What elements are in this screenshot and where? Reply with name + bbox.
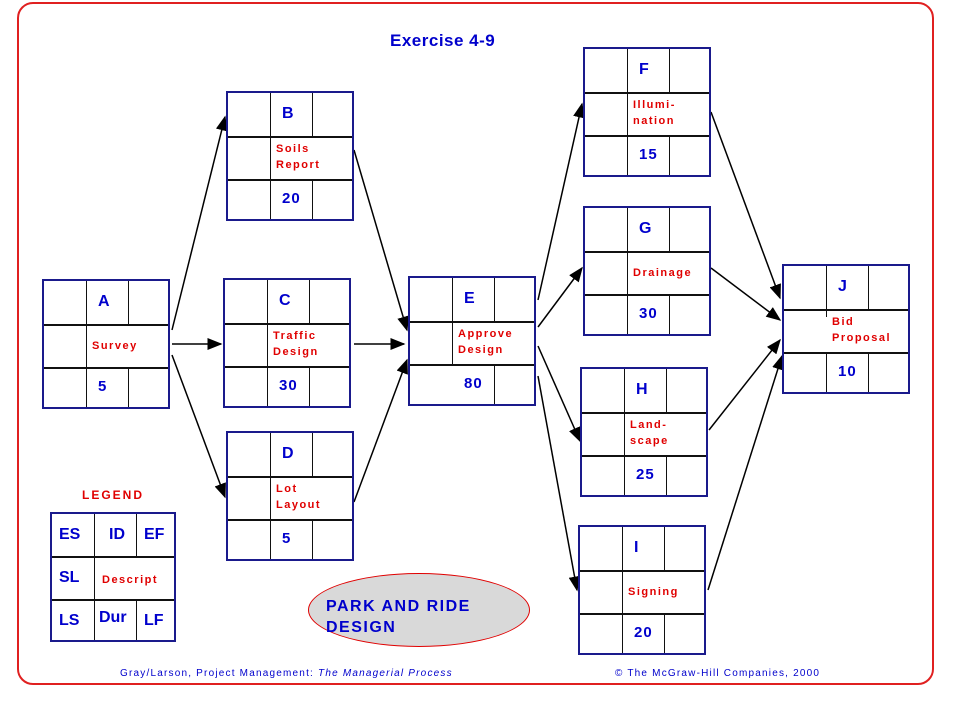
activity-id: C [279, 292, 291, 309]
legend-title: LEGEND [82, 488, 145, 502]
arrow-e-i [537, 375, 581, 592]
activity-id: H [636, 381, 648, 398]
arrow-h-j [708, 338, 781, 431]
activity-description: Illumi- nation [633, 99, 676, 127]
activity-duration: 5 [98, 378, 108, 395]
activity-description: Approve Design [458, 328, 514, 356]
legend-ef: EF [144, 526, 165, 543]
legend-descript: Descript [102, 574, 159, 586]
activity-duration: 80 [464, 375, 483, 392]
legend-es: ES [59, 526, 81, 543]
activity-node-f: F Illumi- nation 15 [583, 47, 711, 177]
footer-copyright: © The McGraw-Hill Companies, 2000 [615, 668, 821, 679]
activity-duration: 10 [838, 363, 857, 380]
footer-authors: Gray/Larson, Project Management: [120, 668, 319, 679]
activity-duration: 30 [639, 305, 658, 322]
activity-description: Survey [92, 340, 138, 352]
activity-duration: 30 [279, 377, 298, 394]
legend-box: ES ID EF SL Descript LS Dur LF [50, 512, 176, 642]
activity-id: G [639, 220, 652, 237]
arrow-g-j [710, 267, 782, 321]
activity-duration: 20 [634, 624, 653, 641]
activity-id: A [98, 293, 110, 310]
activity-id: F [639, 61, 649, 78]
activity-node-b: B Soils Report 20 [226, 91, 354, 221]
activity-duration: 5 [282, 530, 292, 547]
arrow-f-j [710, 111, 781, 300]
arrow-e-g [537, 266, 583, 328]
activity-duration: 15 [639, 146, 658, 163]
legend-dur: Dur [99, 609, 127, 626]
activity-id: I [634, 539, 639, 556]
activity-description: Soils Report [276, 143, 321, 171]
arrow-a-d [171, 354, 226, 499]
legend-lf: LF [144, 612, 164, 629]
activity-node-j: J Bid Proposal 10 [782, 264, 910, 394]
activity-id: D [282, 445, 294, 462]
arrow-d-e [353, 358, 408, 503]
slide-title: Exercise 4-9 [390, 31, 496, 50]
activity-duration: 20 [282, 190, 301, 207]
activity-node-h: H Land- scape 25 [580, 367, 708, 497]
activity-node-e: E Approve Design 80 [408, 276, 536, 406]
activity-description: Signing [628, 586, 679, 598]
activity-id: J [838, 278, 847, 295]
slide-frame [17, 2, 934, 685]
project-name: PARK AND RIDE DESIGN [326, 598, 471, 636]
activity-description: Bid Proposal [832, 316, 892, 344]
activity-duration: 25 [636, 466, 655, 483]
legend-sl: SL [59, 569, 80, 586]
activity-description: Traffic Design [273, 330, 319, 358]
arrow-i-j [707, 354, 784, 591]
activity-description: Land- scape [630, 419, 669, 447]
activity-description: Lot Layout [276, 483, 322, 511]
arrow-b-e [353, 149, 409, 332]
activity-node-g: G Drainage 30 [583, 206, 711, 336]
activity-node-d: D Lot Layout 5 [226, 431, 354, 561]
activity-node-c: C Traffic Design 30 [223, 278, 351, 408]
project-name-ellipse [308, 573, 530, 647]
activity-id: E [464, 290, 475, 307]
arrow-e-f [537, 102, 585, 301]
legend-ls: LS [59, 612, 80, 629]
activity-node-i: I Signing 20 [578, 525, 706, 655]
activity-node-a: A Survey 5 [42, 279, 170, 409]
arrow-e-h [537, 345, 581, 443]
arrow-a-b [171, 115, 228, 331]
legend-id: ID [109, 526, 125, 543]
footer-book-title: The Managerial Process [318, 668, 453, 679]
activity-description: Drainage [633, 267, 693, 279]
footer-citation: Gray/Larson, Project Management: The Man… [120, 668, 453, 679]
activity-id: B [282, 105, 294, 122]
